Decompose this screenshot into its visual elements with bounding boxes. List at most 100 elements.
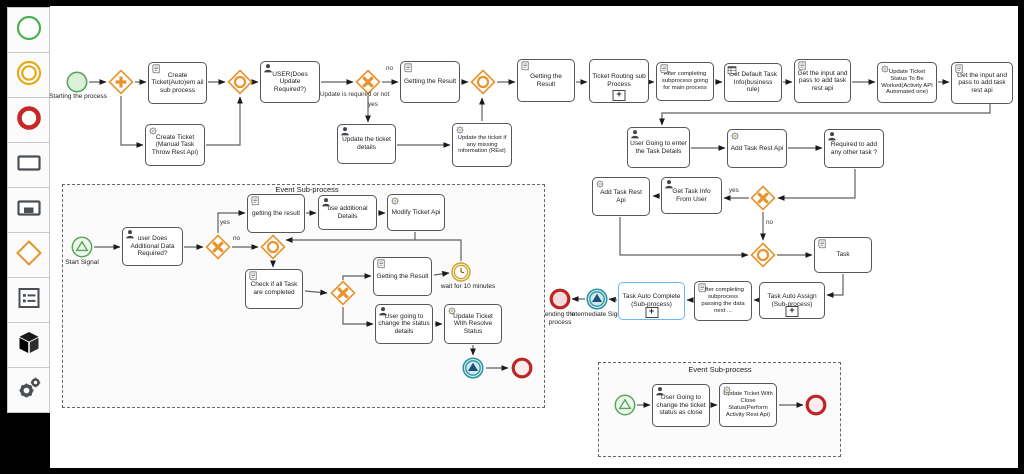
task-get-task-info-from-user[interactable]: Get Task Info From User (661, 177, 722, 214)
task-required-add-other[interactable]: Required to add any other task ? (824, 129, 884, 168)
task-label: Update Ticket With Resolve Status (453, 312, 493, 335)
sequence-flow[interactable] (120, 96, 144, 148)
collapse-plus-marker[interactable] (645, 307, 658, 318)
task-create-ticket-auto-email[interactable]: Create Ticket(Auto)em ail sub process (148, 62, 207, 104)
user-icon (655, 386, 665, 396)
script-icon (151, 64, 161, 74)
sequence-flow[interactable] (777, 169, 856, 201)
user-icon (664, 179, 674, 189)
sequence-flow[interactable] (342, 273, 372, 280)
sequence-flow[interactable] (304, 289, 328, 296)
exclusive-gateway-check-tasks[interactable] (330, 280, 356, 306)
task-tool[interactable] (7, 142, 50, 188)
sequence-flow[interactable] (217, 210, 246, 233)
start-event-icon (14, 13, 44, 48)
sequence-flow[interactable] (206, 96, 243, 146)
user-icon (630, 129, 640, 139)
task-update-ticket-resolve-status[interactable]: Update Ticket With Resolve Status (444, 304, 502, 344)
task-add-task-rest-api-1[interactable]: Add Task Rest Api (727, 129, 787, 168)
start-event-tool[interactable] (7, 7, 50, 53)
subprocess-ticket-routing[interactable]: Ticket Routing sub Process (589, 59, 649, 103)
task-label: Update Ticket Status To Be Worked(Activi… (881, 68, 933, 96)
timer-event[interactable] (451, 262, 471, 287)
task-getting-the-result-sub[interactable]: getting the result (247, 194, 305, 233)
task-get-default-task-info[interactable]: Get Default Task Info(business rule) (724, 63, 782, 102)
task-update-ticket-missing-info[interactable]: Update the ticket if any missing informa… (452, 123, 512, 167)
signal-start-event-2[interactable] (614, 394, 636, 421)
script-icon (376, 259, 386, 269)
parallel-gateway[interactable] (108, 69, 134, 95)
end-event-main[interactable] (549, 288, 571, 315)
task-label: Required to add any other task ? (830, 140, 878, 156)
exclusive-gateway-add-task[interactable] (750, 185, 776, 211)
task-label: Task Auto Assign (Sub-process) (767, 292, 817, 308)
start-event-label: Starting the process (49, 93, 107, 100)
sequence-flow[interactable] (285, 232, 416, 243)
task-user-change-status-details[interactable]: User going to change the status details (375, 304, 433, 344)
exclusive-gateway-additional-data[interactable] (205, 234, 231, 260)
task-after-completing-subprocess[interactable]: After completing subprocess going for ma… (656, 62, 714, 101)
task-add-task-rest-api-2[interactable]: Add Task Rest Api (592, 177, 650, 216)
inclusive-gateway-3[interactable] (750, 242, 776, 268)
inclusive-gateway-1[interactable] (227, 69, 253, 95)
subprocess-icon (14, 193, 44, 228)
gear-icon (730, 131, 740, 141)
task-after-completing-passing-data[interactable]: after completing subprocess passing the … (694, 281, 752, 321)
sequence-flow[interactable] (608, 296, 618, 303)
business-rule-tool[interactable] (7, 277, 50, 323)
data-object-tool[interactable] (7, 322, 50, 368)
task-update-ticket-details[interactable]: Update the ticket details (337, 124, 396, 164)
collapse-plus-marker[interactable] (785, 306, 799, 317)
subprocess-task-auto-complete[interactable]: Task Auto Complete (Sub-process) (618, 282, 685, 320)
gear-icon (880, 64, 890, 74)
user-icon (340, 126, 350, 136)
task-get-input-add-task-1[interactable]: Get the input and pass to add task rest … (794, 59, 851, 103)
task-modify-ticket-api[interactable]: Modify Ticket Api (387, 194, 445, 231)
script-icon (659, 64, 669, 74)
task-update-ticket-status-worked[interactable]: Update Ticket Status To Be Worked(Activi… (877, 62, 937, 103)
task-getting-result-sub2[interactable]: Getting the Result (373, 257, 432, 296)
signal-start-event[interactable] (71, 236, 93, 263)
task-update-ticket-close-status[interactable]: Update Ticket With Close Status(Perform … (719, 383, 777, 427)
task-create-ticket-manual[interactable]: Create Ticket (Manual Task Throw Rest Ap… (145, 124, 205, 166)
gears-icon (14, 373, 44, 408)
end-event-sub1[interactable] (511, 357, 533, 384)
task-label: Check if all Task are completed (250, 281, 298, 296)
inclusive-gateway-4[interactable] (260, 234, 286, 260)
task-use-additional-details[interactable]: use additional Details (318, 195, 377, 230)
collapse-plus-marker[interactable] (612, 90, 626, 101)
intermediate-event-icon (14, 58, 44, 93)
task-getting-result-2[interactable]: Getting the Result (517, 59, 575, 102)
start-event[interactable] (66, 71, 88, 98)
subprocess-task-auto-assign[interactable]: Task Auto Assign (Sub-process) (759, 282, 825, 319)
subprocess-tool[interactable] (7, 187, 50, 233)
sequence-flow[interactable] (659, 104, 991, 126)
timer-label: wait for 10 minutes (440, 283, 496, 290)
sequence-flow[interactable] (342, 307, 374, 327)
task-label: use additional Details (327, 204, 368, 220)
intermediate-signal-event[interactable] (586, 288, 608, 315)
exclusive-gateway-update[interactable] (355, 69, 381, 95)
sequence-flow[interactable] (826, 274, 844, 298)
task-user-additional-data[interactable]: user Does Additional Data Required? (122, 227, 183, 266)
inclusive-gateway-2[interactable] (470, 69, 496, 95)
sequence-flow[interactable] (433, 270, 450, 277)
task-get-input-add-task-2[interactable]: Get the input and pass to add task rest … (951, 62, 1013, 104)
task-check-all-tasks-completed[interactable]: Check if all Task are completed (245, 269, 303, 309)
sequence-flow[interactable] (619, 217, 749, 258)
flow-label-yes: yes (220, 219, 230, 226)
service-task-tool[interactable] (7, 367, 50, 413)
intermediate-event-tool[interactable] (7, 52, 50, 98)
task-getting-result-1[interactable]: Getting the Result (400, 61, 460, 103)
end-event-sub2[interactable] (805, 394, 827, 421)
signal-throw-event[interactable] (462, 357, 484, 384)
task-user-enter-task-details[interactable]: User Going to enter the Task Details (627, 127, 690, 168)
task-label: USER(Does Update Required?) (272, 70, 308, 93)
script-icon (520, 61, 530, 71)
task-label: user Does Additional Data Required? (130, 235, 175, 258)
task-task[interactable]: Task (814, 237, 872, 273)
sequence-flow[interactable] (415, 239, 462, 261)
task-user-does-update[interactable]: USER(Does Update Required?) (260, 61, 320, 103)
task-user-change-status-close[interactable]: User Going to change the ticket status a… (652, 384, 710, 427)
